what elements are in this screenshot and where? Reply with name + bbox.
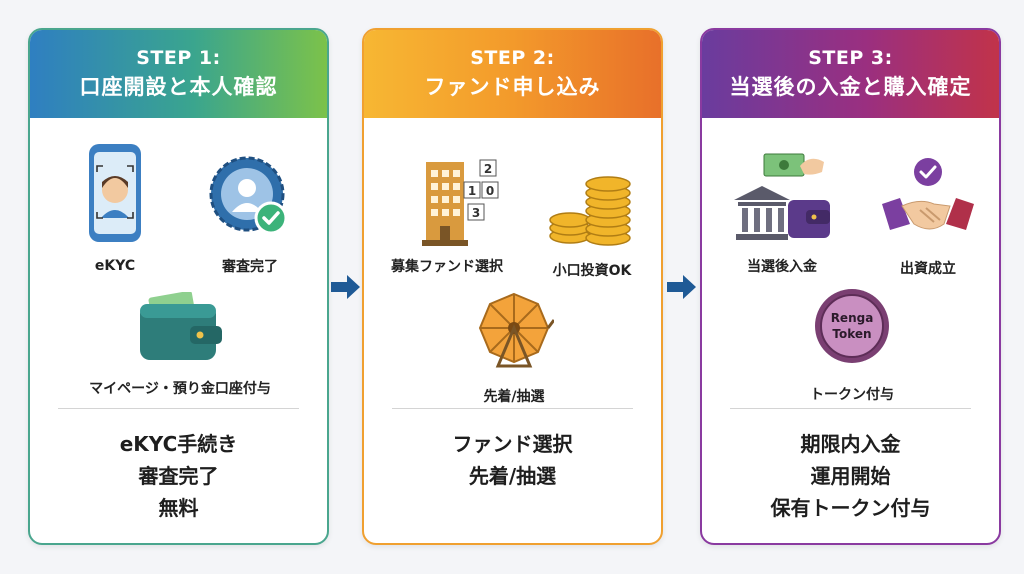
- lottery-wheel-icon: [474, 290, 554, 370]
- step-3-card: STEP 3: 当選後の入金と購入確定 当選後入金: [700, 28, 1001, 545]
- step-3-header: STEP 3: 当選後の入金と購入確定: [702, 30, 999, 118]
- token-text-line-2: Token: [832, 327, 871, 341]
- step-3-summary-line: 運用開始: [810, 464, 891, 488]
- step-3-label: STEP 3:: [808, 47, 893, 69]
- step-1-item-wallet: マイページ・預り金口座付与: [50, 292, 310, 398]
- svg-text:1: 1: [468, 184, 476, 198]
- token-coin-icon: Renga Token: [812, 286, 892, 366]
- step-3-item-contract: 出資成立: [868, 154, 988, 278]
- svg-text:2: 2: [484, 162, 492, 176]
- step-2-item-label: 募集ファンド選択: [391, 259, 503, 275]
- step-2-summary: ファンド選択 先着/抽選: [364, 428, 661, 492]
- arrow-right-icon: [667, 274, 697, 300]
- step-2-summary-line: 先着/抽選: [468, 464, 557, 488]
- step-1-item-ekyc: eKYC: [70, 142, 160, 274]
- step-3-divider: [730, 408, 971, 409]
- wallet-icon: [136, 292, 224, 364]
- step-2-item-lottery: 先着/抽選: [434, 290, 594, 406]
- step-1-summary-line: 審査完了: [138, 464, 219, 488]
- badge-check-icon: [207, 154, 293, 240]
- step-2-item-small-invest: 小口投資OK: [534, 166, 650, 280]
- step-2-item-label: 先着/抽選: [483, 389, 545, 405]
- step-3-item-token: Renga Token トークン付与: [772, 286, 932, 404]
- step-1-item-label: 審査完了: [222, 259, 278, 275]
- step-2-item-fund-select: 2 1 0 3 募集ファンド選択: [372, 152, 522, 276]
- step-2-card: STEP 2: ファンド申し込み 2 1 0 3: [362, 28, 663, 545]
- step-1-divider: [58, 408, 299, 409]
- step-3-item-label: トークン付与: [810, 387, 894, 403]
- step-3-title: 当選後の入金と購入確定: [729, 75, 972, 99]
- svg-text:0: 0: [486, 184, 494, 198]
- step-2-title: ファンド申し込み: [424, 75, 601, 99]
- token-text-line-1: Renga: [831, 311, 874, 325]
- step-1-title: 口座開設と本人確認: [79, 75, 278, 99]
- step-1-item-label: eKYC: [94, 258, 136, 274]
- step-3-summary-line: 期限内入金: [800, 432, 901, 456]
- step-1-summary: eKYC手続き 審査完了 無料: [30, 428, 327, 524]
- building-icon: 2 1 0 3: [392, 152, 502, 248]
- step-2-divider: [392, 408, 633, 409]
- handshake-icon: [880, 154, 976, 250]
- step-1-card: STEP 1: 口座開設と本人確認 eKYC: [28, 28, 329, 545]
- svg-text:3: 3: [472, 206, 480, 220]
- step-3-summary: 期限内入金 運用開始 保有トークン付与: [702, 428, 999, 524]
- arrow-right-icon: [331, 274, 361, 300]
- step-1-summary-line: eKYC手続き: [119, 432, 238, 456]
- coins-icon: [546, 166, 638, 248]
- step-1-label: STEP 1:: [136, 47, 221, 69]
- step-2-label: STEP 2:: [470, 47, 555, 69]
- step-1-item-label: マイページ・預り金口座付与: [89, 381, 271, 397]
- step-1-header: STEP 1: 口座開設と本人確認: [30, 30, 327, 118]
- phone-face-icon: [83, 142, 147, 246]
- step-2-item-label: 小口投資OK: [552, 263, 632, 279]
- step-3-item-label: 出資成立: [900, 261, 956, 277]
- step-3-item-payment: 当選後入金: [722, 148, 842, 276]
- step-2-summary-line: ファンド選択: [452, 432, 573, 456]
- step-1-summary-line: 無料: [158, 496, 199, 520]
- bank-payment-icon: [730, 148, 834, 248]
- step-1-item-review: 審査完了: [195, 154, 305, 276]
- step-3-item-label: 当選後入金: [747, 259, 817, 275]
- step-2-header: STEP 2: ファンド申し込み: [364, 30, 661, 118]
- step-3-summary-line: 保有トークン付与: [770, 496, 931, 520]
